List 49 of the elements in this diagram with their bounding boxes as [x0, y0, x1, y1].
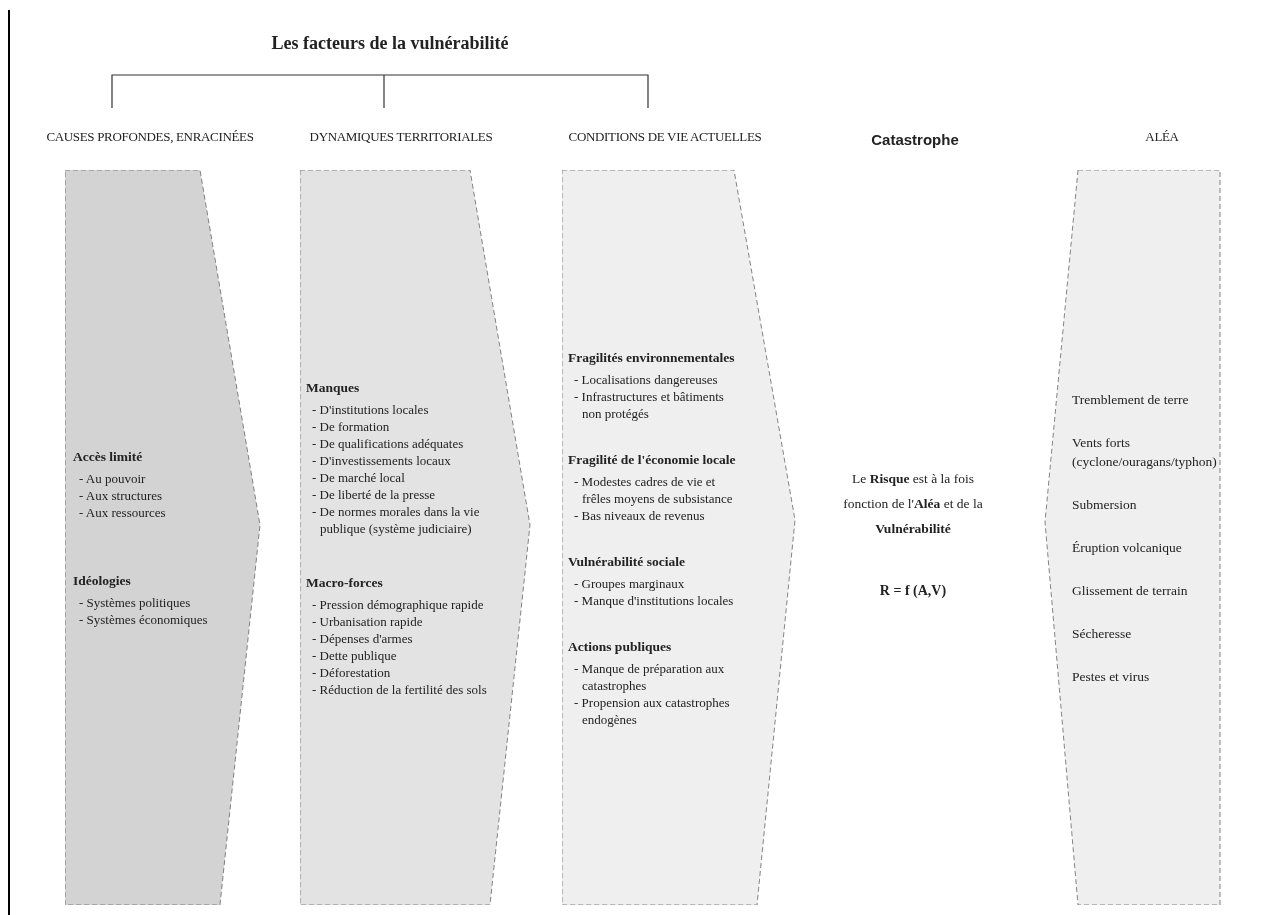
list-item: - Localisations dangereuses: [573, 370, 719, 388]
diagram-title: Les facteurs de la vulnérabilité: [270, 32, 510, 55]
section-heading: Vulnérabilité sociale: [568, 552, 686, 571]
list-item: - Pression démographique rapide: [311, 595, 485, 613]
section-heading: Idéologies: [73, 572, 132, 590]
list-item: - Déforestation: [311, 663, 392, 681]
list-item: Vents forts (cyclone/ouragans/typhon): [1072, 433, 1218, 471]
list-item: Pestes et virus: [1072, 667, 1151, 686]
list-item: - Systèmes économiques: [78, 611, 209, 628]
column-heading: DYNAMIQUES TERRITORIALES: [308, 128, 494, 145]
list-item: - Dette publique: [311, 646, 398, 664]
risk-statement: Le Risque est à la fois fonction de l'Aléa et de la Vulnérabilité: [843, 470, 983, 538]
section-heading: Manques: [306, 378, 361, 397]
section-heading: Macro-forces: [306, 573, 384, 592]
list-item: - Groupes marginaux: [573, 574, 686, 592]
list-item: - De qualifications adéquates: [311, 434, 465, 452]
section-heading: Accès limité: [73, 448, 144, 466]
center-heading: Catastrophe: [870, 130, 960, 150]
list-item: - Bas niveaux de revenus: [573, 506, 706, 524]
list-item: Éruption volcanique: [1072, 538, 1183, 557]
list-item: - De normes morales dans la vie publique (système judiciaire): [311, 502, 481, 537]
column-heading: ALÉA: [1144, 128, 1180, 145]
list-item: - Réduction de la fertilité des sols: [311, 680, 488, 698]
list-item: - Aux ressources: [78, 504, 167, 521]
list-item: - De formation: [311, 417, 391, 435]
list-item: - Au pouvoir: [78, 470, 147, 487]
list-item: - Urbanisation rapide: [311, 612, 424, 630]
list-item: - Propension aux catastrophes endogènes: [573, 693, 731, 728]
risk-formula: R = f (A,V): [878, 582, 948, 600]
list-item: Glissement de terrain: [1072, 581, 1189, 600]
list-item: - Manque d'institutions locales: [573, 591, 735, 609]
section-heading: Fragilité de l'économie locale: [568, 450, 737, 469]
list-item: - Manque de préparation aux catastrophes: [573, 659, 726, 694]
list-item: Tremblement de terre: [1072, 390, 1190, 409]
section-heading: Actions publiques: [568, 637, 673, 656]
list-item: - Aux structures: [78, 487, 164, 504]
list-item: - Dépenses d'armes: [311, 629, 414, 647]
column-heading: CAUSES PROFONDES, ENRACINÉES: [45, 128, 255, 145]
section-heading: Fragilités environnementales: [568, 348, 736, 367]
list-item: - De liberté de la presse: [311, 485, 437, 503]
list-item: - Modestes cadres de vie et frêles moyens de subsistance: [573, 472, 734, 507]
list-item: - D'institutions locales: [311, 400, 430, 418]
list-item: - D'investissements locaux: [311, 451, 452, 469]
list-item: Submersion: [1072, 495, 1138, 514]
column-heading: CONDITIONS DE VIE ACTUELLES: [567, 128, 763, 145]
list-item: - Systèmes politiques: [78, 594, 192, 611]
list-item: Sécheresse: [1072, 624, 1133, 643]
list-item: - Infrastructures et bâtiments non protégés: [573, 387, 725, 422]
list-item: - De marché local: [311, 468, 406, 486]
